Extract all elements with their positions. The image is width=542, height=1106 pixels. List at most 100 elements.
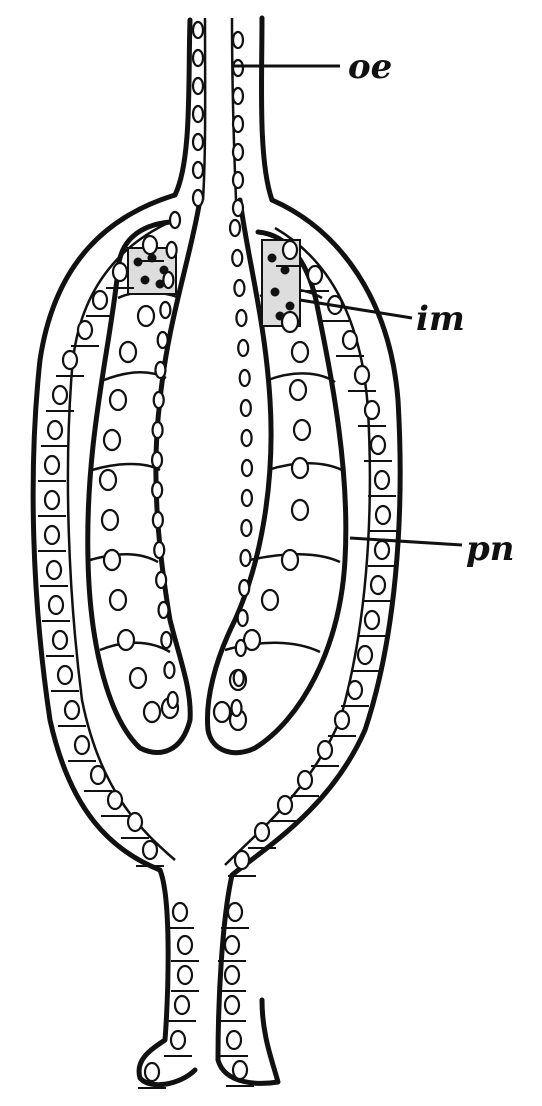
cell-nucleus	[162, 270, 175, 290]
cell-nucleus	[369, 574, 387, 596]
cell-nucleus	[176, 964, 194, 986]
cell-nucleus	[46, 419, 64, 441]
cell-nucleus	[341, 329, 359, 351]
cell-nucleus	[369, 434, 387, 456]
cell-nucleus	[212, 700, 232, 724]
cell-nucleus	[165, 240, 178, 260]
cell-nucleus	[231, 86, 245, 106]
cell-nucleus	[290, 340, 310, 364]
cell-nucleus	[191, 20, 205, 40]
cell-nucleus	[73, 734, 91, 756]
cell-nucleus	[236, 608, 249, 628]
granule	[159, 265, 169, 275]
cell-nucleus	[151, 420, 164, 440]
cell-nucleus	[239, 398, 252, 418]
label-oe: oe	[232, 47, 392, 87]
cell-nucleus	[169, 1029, 187, 1051]
cell-nucleus	[168, 210, 182, 230]
cell-nucleus	[260, 588, 280, 612]
label-im: im	[299, 298, 465, 339]
cell-nucleus	[154, 360, 167, 380]
cell-nucleus	[191, 188, 205, 208]
cell-nucleus	[45, 559, 63, 581]
label-pn-text: pn	[466, 529, 515, 569]
cell-nucleus	[346, 679, 364, 701]
cell-nucleus	[191, 48, 205, 68]
cell-nucleus	[151, 510, 164, 530]
cell-nucleus	[102, 428, 122, 452]
cell-nucleus	[51, 629, 69, 651]
cell-nucleus	[235, 308, 248, 328]
cell-nucleus	[240, 488, 254, 508]
cell-nucleus	[76, 319, 94, 341]
cell-nucleus	[234, 638, 247, 658]
label-oe-text: oe	[348, 47, 392, 87]
cell-nucleus	[238, 368, 251, 388]
cell-nucleus	[225, 1029, 243, 1051]
cell-nucleus	[159, 300, 172, 320]
cell-nucleus	[292, 418, 312, 442]
cell-nucleus	[191, 160, 205, 180]
cell-nucleus	[118, 340, 138, 364]
cell-nucleus	[128, 666, 148, 690]
label-im-text: im	[416, 299, 465, 339]
cell-nucleus	[166, 690, 179, 710]
cell-nucleus	[126, 811, 144, 833]
cell-nucleus	[231, 170, 245, 190]
cell-nucleus	[108, 588, 128, 612]
granule	[147, 253, 157, 263]
cell-nucleus	[231, 114, 245, 134]
cell-nucleus	[47, 594, 65, 616]
cell-nucleus	[43, 489, 61, 511]
granule	[140, 275, 150, 285]
cell-nucleus	[191, 132, 205, 152]
cell-nucleus	[100, 508, 120, 532]
cell-nucleus	[43, 454, 61, 476]
cell-nucleus	[288, 378, 308, 402]
cell-nucleus	[373, 469, 391, 491]
cell-nucleus	[231, 142, 245, 162]
cell-nucleus	[333, 709, 351, 731]
cell-nucleus	[240, 518, 253, 538]
oesophagus	[172, 15, 275, 203]
cell-nucleus	[230, 698, 243, 718]
cell-nucleus	[141, 234, 159, 256]
cell-nucleus	[111, 261, 129, 283]
granule	[275, 311, 285, 321]
cell-nucleus	[141, 839, 159, 861]
cell-nucleus	[51, 384, 69, 406]
cell-nucleus	[231, 1059, 249, 1081]
cell-nucleus	[106, 789, 124, 811]
cell-nucleus	[316, 739, 334, 761]
cell-nucleus	[61, 349, 79, 371]
cell-nuclei	[38, 20, 397, 1089]
granule	[155, 279, 165, 289]
granule	[280, 265, 290, 275]
cell-nucleus	[157, 600, 170, 620]
cell-nucleus	[151, 480, 164, 500]
cell-nucleus	[233, 849, 251, 871]
cell-nucleus	[238, 578, 251, 598]
cell-nucleus	[231, 248, 244, 268]
cell-nucleus	[296, 769, 314, 791]
cell-nucleus	[231, 58, 245, 78]
cell-nucleus	[233, 278, 246, 298]
cell-nucleus	[306, 264, 324, 286]
cell-nucleus	[226, 901, 244, 923]
cell-nucleus	[373, 539, 391, 561]
cell-nucleus	[163, 660, 176, 680]
cell-nucleus	[374, 504, 392, 526]
cell-nucleus	[237, 338, 250, 358]
cell-nucleus	[160, 630, 173, 650]
cell-nucleus	[242, 628, 262, 652]
cell-nucleus	[228, 218, 242, 238]
cell-nucleus	[143, 1061, 161, 1083]
cell-nucleus	[108, 388, 128, 412]
cell-nucleus	[356, 644, 374, 666]
cell-nucleus	[223, 934, 241, 956]
cell-nucleus	[116, 628, 136, 652]
cell-nucleus	[173, 994, 191, 1016]
cell-nucleus	[232, 668, 245, 688]
cell-nucleus	[89, 764, 107, 786]
